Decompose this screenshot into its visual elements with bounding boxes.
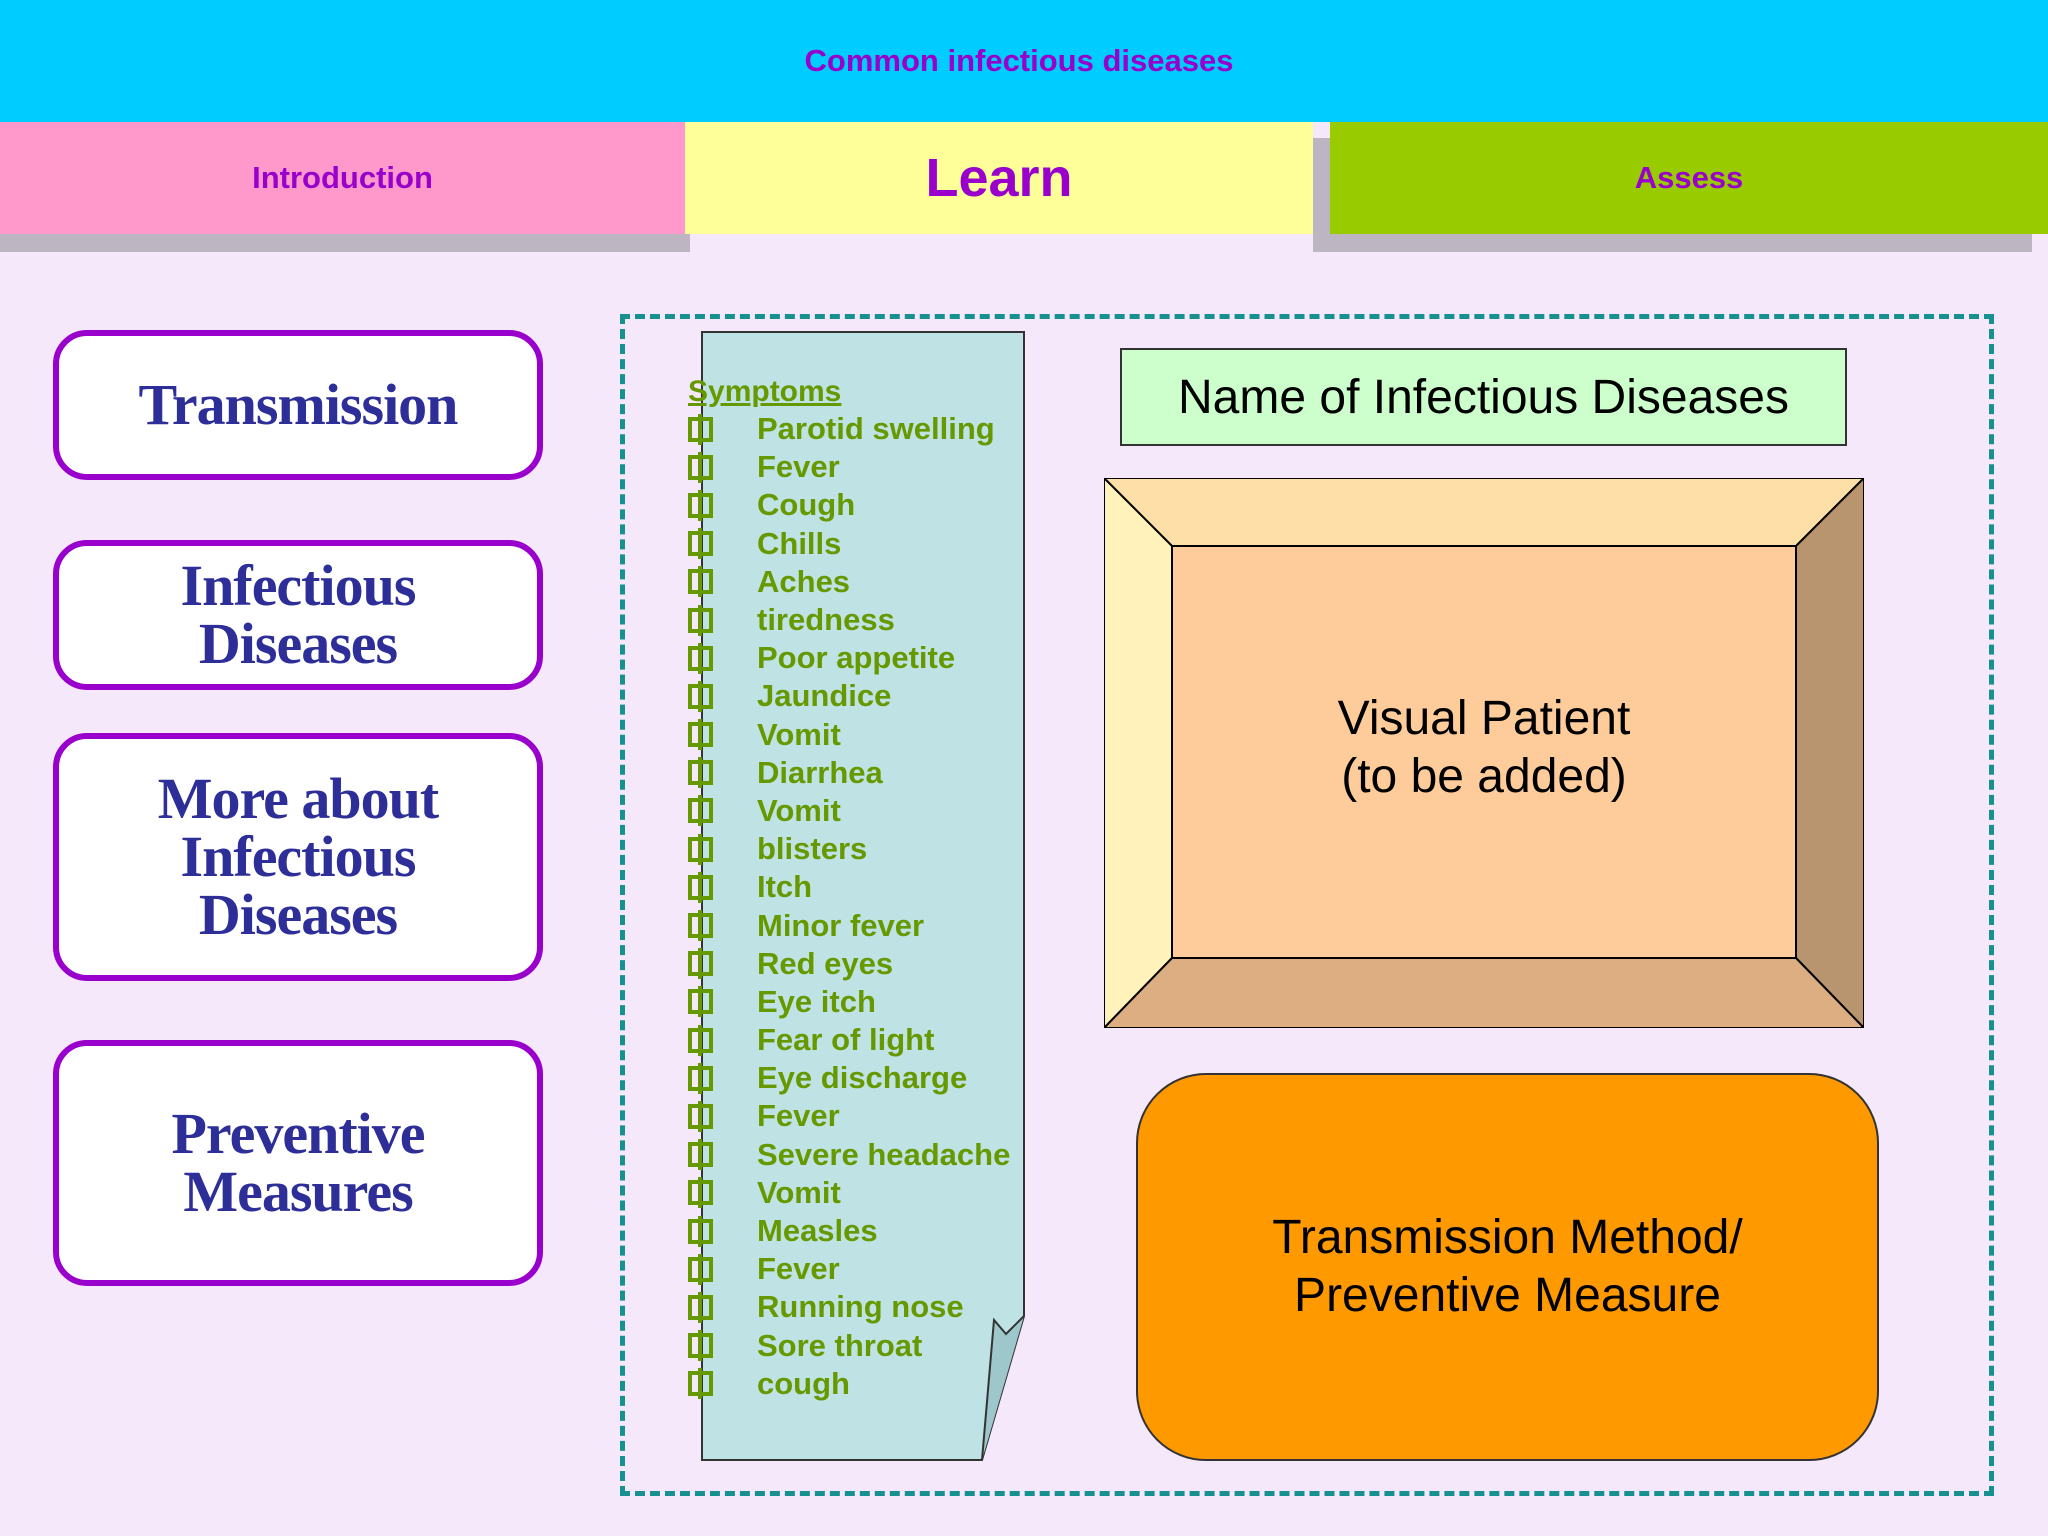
checkbox-icon[interactable] — [688, 1024, 713, 1056]
symptom-item: Fear of light — [688, 1021, 1010, 1059]
checkbox-icon[interactable] — [688, 566, 713, 598]
tab-assess-shadow — [1330, 234, 2032, 252]
symptom-label: cough — [757, 1365, 850, 1401]
checkbox-icon[interactable] — [688, 871, 713, 903]
checkbox-icon[interactable] — [688, 757, 713, 789]
checkbox-icon[interactable] — [688, 680, 713, 712]
app-title: Common infectious diseases — [804, 43, 1234, 78]
symptom-label: Measles — [757, 1213, 878, 1249]
symptom-label: Diarrhea — [757, 754, 883, 790]
symptom-item: Vomit — [688, 716, 1010, 754]
infectious-diseases-button[interactable]: Infectious Diseases — [53, 540, 543, 690]
symptom-label: Aches — [757, 563, 851, 599]
symptom-item: Fever — [688, 1097, 1010, 1135]
symptom-label: tiredness — [757, 602, 895, 638]
symptom-item: Jaundice — [688, 677, 1010, 715]
transmission-button[interactable]: Transmission — [53, 330, 543, 480]
symptom-item: Eye itch — [688, 983, 1010, 1021]
symptom-item: Aches — [688, 563, 1010, 601]
checkbox-icon[interactable] — [688, 1368, 713, 1400]
tab-assess[interactable]: Assess — [1330, 122, 2048, 234]
symptom-label: Eye itch — [757, 983, 876, 1019]
symptom-label: Vomit — [757, 792, 841, 828]
symptom-item: Fever — [688, 1250, 1010, 1288]
checkbox-icon[interactable] — [688, 719, 713, 751]
symptom-label: Fear of light — [757, 1022, 935, 1058]
symptom-label: Running nose — [757, 1289, 964, 1325]
header-bar — [0, 0, 2048, 122]
symptom-item: Red eyes — [688, 945, 1010, 983]
checkbox-icon[interactable] — [688, 413, 713, 445]
checkbox-icon[interactable] — [688, 1139, 713, 1171]
symptom-label: Fever — [757, 449, 840, 485]
preventive-measures-button[interactable]: Preventive Measures — [53, 1040, 543, 1286]
symptom-item: Parotid swelling — [688, 410, 1010, 448]
checkbox-icon[interactable] — [688, 948, 713, 980]
symptom-item: Sore throat — [688, 1327, 1010, 1365]
symptom-label: blisters — [757, 831, 868, 867]
symptom-label: Jaundice — [757, 678, 892, 714]
visual-patient-placeholder: Visual Patient (to be added) — [1337, 692, 1631, 803]
symptom-label: Vomit — [757, 716, 841, 752]
symptom-item: Itch — [688, 868, 1010, 906]
checkbox-icon[interactable] — [688, 489, 713, 521]
symptom-label: Cough — [757, 487, 856, 523]
symptom-item: Cough — [688, 486, 1010, 524]
content-frame — [620, 314, 1994, 1496]
symptom-label: Sore throat — [757, 1327, 923, 1363]
symptom-label: Vomit — [757, 1174, 841, 1210]
tab-intro-shadow — [0, 230, 690, 252]
symptom-label: Eye discharge — [757, 1060, 968, 1096]
checkbox-icon[interactable] — [688, 1330, 713, 1362]
symptom-item: Minor fever — [688, 906, 1010, 944]
symptom-label: Parotid swelling — [757, 411, 995, 447]
disease-name-box: Name of Infectious Diseases — [1120, 348, 1847, 446]
tab-assess-shadow-left — [1313, 138, 1330, 252]
symptom-item: Vomit — [688, 792, 1010, 830]
more-about-infectious-diseases-button[interactable]: More about Infectious Diseases — [53, 733, 543, 981]
symptom-item: Poor appetite — [688, 639, 1010, 677]
checkbox-icon[interactable] — [688, 833, 713, 865]
symptom-label: Itch — [757, 869, 813, 905]
symptom-item: cough — [688, 1365, 1010, 1403]
symptom-item: tiredness — [688, 601, 1010, 639]
symptom-label: Poor appetite — [757, 640, 956, 676]
symptom-item: Eye discharge — [688, 1059, 1010, 1097]
checkbox-icon[interactable] — [688, 1253, 713, 1285]
symptom-label: Chills — [757, 525, 842, 561]
checkbox-icon[interactable] — [688, 986, 713, 1018]
symptom-item: Running nose — [688, 1288, 1010, 1326]
symptom-item: Diarrhea — [688, 754, 1010, 792]
checkbox-icon[interactable] — [688, 1215, 713, 1247]
symptom-item: Fever — [688, 448, 1010, 486]
checkbox-icon[interactable] — [688, 1291, 713, 1323]
symptom-label: Minor fever — [757, 907, 925, 943]
symptoms-sheet — [701, 331, 1025, 1461]
checkbox-icon[interactable] — [688, 910, 713, 942]
symptoms-title: Symptoms — [688, 375, 842, 408]
symptom-item: blisters — [688, 830, 1010, 868]
checkbox-icon[interactable] — [688, 604, 713, 636]
symptom-label: Severe headache — [757, 1136, 1011, 1172]
checkbox-icon[interactable] — [688, 528, 713, 560]
symptom-label: Fever — [757, 1251, 840, 1287]
symptom-label: Red eyes — [757, 945, 894, 981]
visual-patient-frame — [1104, 478, 1864, 1028]
symptom-item: Vomit — [688, 1174, 1010, 1212]
checkbox-icon[interactable] — [688, 642, 713, 674]
checkbox-icon[interactable] — [688, 1062, 713, 1094]
checkbox-icon[interactable] — [688, 451, 713, 483]
symptom-item: Chills — [688, 525, 1010, 563]
tab-introduction[interactable]: Introduction — [0, 122, 685, 234]
symptom-item: Measles — [688, 1212, 1010, 1250]
symptom-label: Fever — [757, 1098, 840, 1134]
checkbox-icon[interactable] — [688, 795, 713, 827]
symptom-item: Severe headache — [688, 1136, 1010, 1174]
checkbox-icon[interactable] — [688, 1100, 713, 1132]
checkbox-icon[interactable] — [688, 1177, 713, 1209]
transmission-method-box: Transmission Method/ Preventive Measure — [1136, 1073, 1879, 1461]
tab-learn[interactable]: Learn — [685, 122, 1313, 234]
